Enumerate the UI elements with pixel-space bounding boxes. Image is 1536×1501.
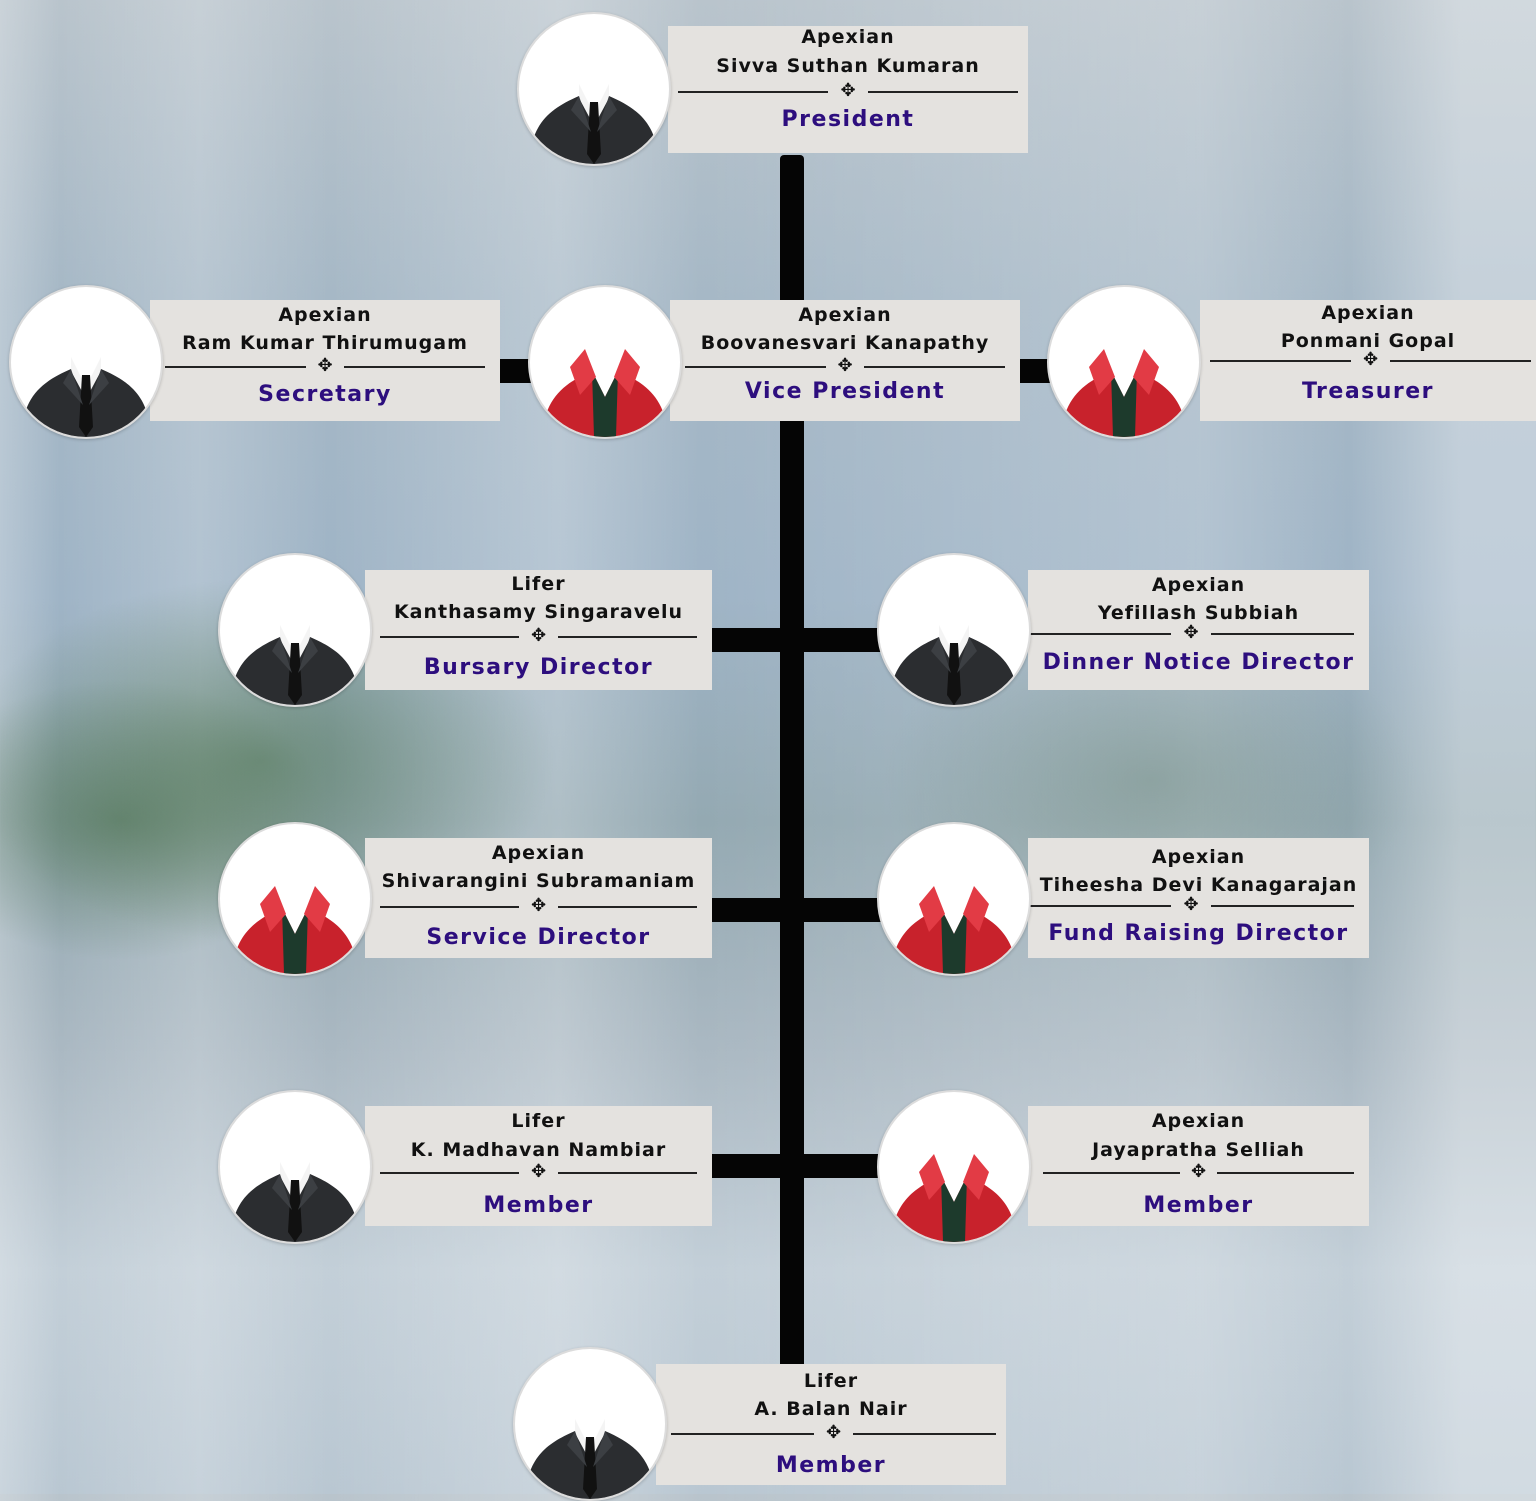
ornament-divider: ✥ xyxy=(380,895,697,916)
member-role: President xyxy=(781,107,915,132)
red-blazer-avatar-icon xyxy=(877,1090,1031,1244)
member-name: Sivva Suthan Kumaran xyxy=(716,55,980,77)
red-blazer-avatar-icon xyxy=(528,285,682,439)
member-role: Vice President xyxy=(744,379,946,404)
fleuron-icon: ✥ xyxy=(1362,349,1379,370)
red-blazer-avatar-icon xyxy=(1047,285,1201,439)
member-title: Apexian xyxy=(801,26,895,48)
ornament-divider: ✥ xyxy=(380,625,697,646)
member-role: Dinner Notice Director xyxy=(1042,650,1355,675)
fleuron-icon: ✥ xyxy=(825,1422,842,1443)
member-name: A. Balan Nair xyxy=(754,1398,908,1420)
connector-row-3 xyxy=(712,898,882,922)
card-treasurer: Apexian Ponmani Gopal ✥ Treasurer xyxy=(1200,300,1536,421)
card-member-balan: Lifer A. Balan Nair ✥ Member xyxy=(656,1364,1006,1485)
suit-avatar-icon xyxy=(513,1347,667,1501)
fleuron-icon: ✥ xyxy=(840,80,856,101)
ornament-divider: ✥ xyxy=(1043,1161,1354,1182)
member-role: Secretary xyxy=(258,382,392,407)
ornament-divider: ✥ xyxy=(1028,894,1354,915)
card-president: Apexian Sivva Suthan Kumaran ✥ President xyxy=(668,26,1028,153)
suit-avatar-icon xyxy=(218,1090,372,1244)
fleuron-icon: ✥ xyxy=(837,355,853,376)
member-title: Apexian xyxy=(1151,846,1246,868)
member-title: Apexian xyxy=(1151,574,1246,596)
card-secretary: Apexian Ram Kumar Thirumugam ✥ Secretary xyxy=(150,300,500,421)
member-role: Service Director xyxy=(426,925,651,950)
card-member-madhavan: Lifer K. Madhavan Nambiar ✥ Member xyxy=(365,1106,712,1226)
card-bursary-director: Lifer Kanthasamy Singaravelu ✥ Bursary D… xyxy=(365,570,712,690)
member-role: Member xyxy=(775,1453,887,1478)
member-role: Fund Raising Director xyxy=(1048,921,1349,946)
suit-avatar-icon xyxy=(517,12,671,166)
red-blazer-avatar-icon xyxy=(218,822,372,976)
member-name: Boovanesvari Kanapathy xyxy=(700,332,990,354)
member-name: Jayapratha Selliah xyxy=(1092,1139,1305,1161)
member-name: K. Madhavan Nambiar xyxy=(410,1139,667,1161)
fleuron-icon: ✥ xyxy=(530,1161,547,1182)
member-title: Apexian xyxy=(278,304,372,326)
member-title: Lifer xyxy=(511,1110,566,1132)
connector-row-2 xyxy=(712,628,882,652)
suit-avatar-icon xyxy=(218,553,372,707)
member-title: Apexian xyxy=(1151,1110,1246,1132)
member-name: Yefillash Subbiah xyxy=(1097,602,1300,624)
fleuron-icon: ✥ xyxy=(317,355,333,376)
fleuron-icon: ✥ xyxy=(1183,894,1199,915)
card-vice-president: Apexian Boovanesvari Kanapathy ✥ Vice Pr… xyxy=(670,300,1020,421)
member-name: Ram Kumar Thirumugam xyxy=(182,332,468,354)
member-name: Ponmani Gopal xyxy=(1280,330,1456,352)
connector-row-4 xyxy=(712,1154,882,1178)
member-role: Member xyxy=(483,1193,594,1218)
member-title: Apexian xyxy=(1321,302,1415,324)
member-title: Apexian xyxy=(798,304,892,326)
suit-avatar-icon xyxy=(877,553,1031,707)
card-member-jayapratha: Apexian Jayapratha Selliah ✥ Member xyxy=(1028,1106,1369,1226)
member-role: Treasurer xyxy=(1301,379,1435,404)
ornament-divider: ✥ xyxy=(678,80,1018,101)
ornament-divider: ✥ xyxy=(1028,622,1354,643)
suit-avatar-icon xyxy=(9,285,163,439)
ornament-divider: ✥ xyxy=(685,355,1005,376)
red-blazer-avatar-icon xyxy=(877,822,1031,976)
member-name: Shivarangini Subramaniam xyxy=(381,870,696,892)
member-name: Tiheesha Devi Kanagarajan xyxy=(1039,874,1358,896)
ornament-divider: ✥ xyxy=(165,355,485,376)
fleuron-icon: ✥ xyxy=(1183,622,1199,643)
member-title: Apexian xyxy=(491,842,586,864)
ornament-divider: ✥ xyxy=(380,1161,697,1182)
member-title: Lifer xyxy=(511,573,566,595)
card-fund-raising-director: Apexian Tiheesha Devi Kanagarajan ✥ Fund… xyxy=(1028,838,1369,958)
member-title: Lifer xyxy=(803,1370,859,1392)
fleuron-icon: ✥ xyxy=(1190,1161,1207,1182)
member-role: Member xyxy=(1143,1193,1254,1218)
ornament-divider: ✥ xyxy=(1210,349,1531,370)
fleuron-icon: ✥ xyxy=(530,625,547,646)
member-name: Kanthasamy Singaravelu xyxy=(393,601,684,623)
card-dinner-notice-director: Apexian Yefillash Subbiah ✥ Dinner Notic… xyxy=(1028,570,1369,690)
card-service-director: Apexian Shivarangini Subramaniam ✥ Servi… xyxy=(365,838,712,958)
member-role: Bursary Director xyxy=(423,655,654,680)
fleuron-icon: ✥ xyxy=(530,895,547,916)
ornament-divider: ✥ xyxy=(671,1422,996,1443)
